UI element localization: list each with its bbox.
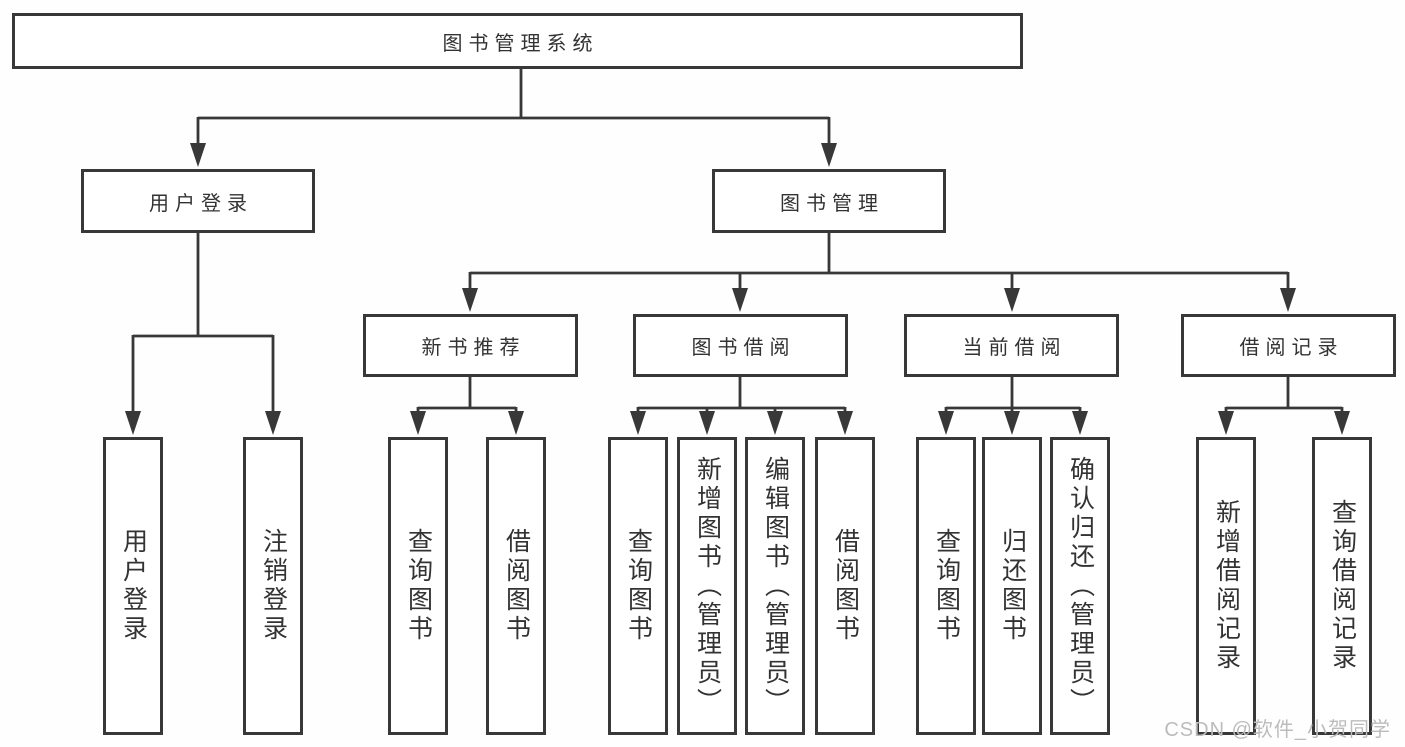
leaf-borrow-query-books: 查询图书 xyxy=(608,437,668,735)
node-label: 编辑图书（管理员） xyxy=(761,455,790,717)
node-current-borrowing: 当前借阅 xyxy=(904,314,1119,377)
node-label: 查询借阅记录 xyxy=(1328,499,1357,673)
node-label: 新增图书（管理员） xyxy=(693,455,722,717)
node-label: 查询图书 xyxy=(624,528,653,644)
leaf-records-query-record: 查询借阅记录 xyxy=(1312,437,1372,735)
node-label: 注销登录 xyxy=(259,528,288,644)
node-label: 新书推荐 xyxy=(421,337,526,359)
leaf-current-return-books: 归还图书 xyxy=(982,437,1042,735)
node-label: 查询图书 xyxy=(404,528,433,644)
node-label: 确认归还（管理员） xyxy=(1066,455,1095,717)
node-label: 新增借阅记录 xyxy=(1212,499,1241,673)
node-label: 借阅图书 xyxy=(502,528,531,644)
node-label: 借阅记录 xyxy=(1239,337,1344,359)
node-label: 借阅图书 xyxy=(831,528,860,644)
node-book-borrowing: 图书借阅 xyxy=(633,314,848,377)
arrowheads xyxy=(125,143,1350,435)
node-label: 图书管理 xyxy=(780,192,884,215)
node-label: 用户登录 xyxy=(149,192,253,215)
node-label: 图书管理系统 xyxy=(442,32,599,55)
node-label: 用户登录 xyxy=(119,528,148,644)
node-label: 图书借阅 xyxy=(691,337,796,359)
leaf-newbook-borrow-books: 借阅图书 xyxy=(486,437,546,735)
node-user-login: 用户登录 xyxy=(81,169,315,233)
leaf-current-confirm-return-admin: 确认归还（管理员） xyxy=(1050,437,1110,735)
node-borrowing-records: 借阅记录 xyxy=(1181,314,1396,377)
watermark-text: CSDN @软件_小贺同学 xyxy=(1164,719,1391,741)
node-new-book-recommend: 新书推荐 xyxy=(363,314,578,377)
leaf-borrow-add-books-admin: 新增图书（管理员） xyxy=(677,437,737,735)
node-library-system: 图书管理系统 xyxy=(12,13,1023,69)
node-book-management: 图书管理 xyxy=(712,169,946,233)
leaf-borrow-borrow-books: 借阅图书 xyxy=(815,437,875,735)
leaf-newbook-query-books: 查询图书 xyxy=(388,437,448,735)
node-label: 查询图书 xyxy=(932,528,961,644)
leaf-user-login: 用户登录 xyxy=(103,437,163,735)
leaf-borrow-edit-books-admin: 编辑图书（管理员） xyxy=(745,437,805,735)
node-label: 当前借阅 xyxy=(962,337,1067,359)
leaf-current-query-books: 查询图书 xyxy=(916,437,976,735)
node-label: 归还图书 xyxy=(998,528,1027,644)
leaf-logout: 注销登录 xyxy=(243,437,303,735)
leaf-records-add-record: 新增借阅记录 xyxy=(1196,437,1256,735)
